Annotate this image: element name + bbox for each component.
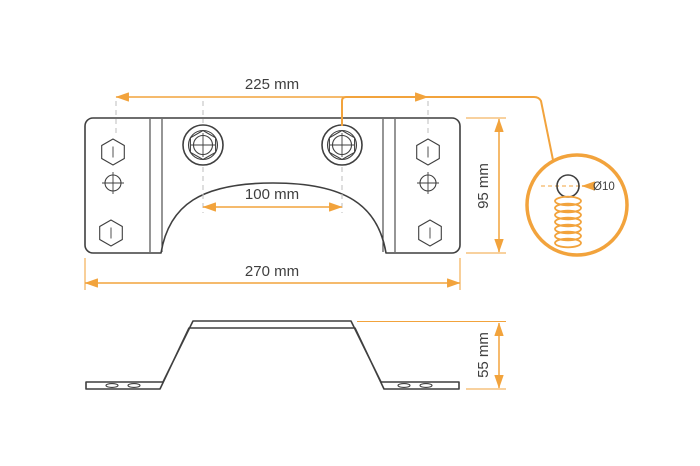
profile-outline xyxy=(85,320,460,390)
left-center-bolt xyxy=(182,124,224,166)
dimension-side-height: 55 mm xyxy=(357,320,506,390)
dimension-label-side-height: 55 mm xyxy=(475,332,492,378)
detail-bolt-thread-coil xyxy=(554,195,582,249)
dimension-hole-span: 100 mm xyxy=(202,186,343,212)
left-flange-hex-nut-top xyxy=(101,138,125,166)
detail-bolt-head xyxy=(556,174,580,198)
right-center-bolt xyxy=(321,124,363,166)
detail-view: Ø10 xyxy=(525,153,629,257)
profile-flange-holes xyxy=(105,383,433,388)
front-view xyxy=(84,117,461,254)
dimension-top-span: 225 mm xyxy=(115,76,429,102)
dimension-label-bolt-diameter: Ø10 xyxy=(593,181,615,193)
bracket-outline xyxy=(84,117,461,254)
right-flange-hole-center xyxy=(417,172,439,194)
dimension-label-top-span: 225 mm xyxy=(245,76,299,93)
left-flange-hole-center xyxy=(102,172,124,194)
dimension-label-total-width: 270 mm xyxy=(245,263,299,280)
right-flange-hex-nut-top xyxy=(416,138,440,166)
left-flange-hex-nut-bottom xyxy=(99,219,123,247)
dimension-label-hole-span: 100 mm xyxy=(245,186,299,203)
dimension-label-front-height: 95 mm xyxy=(475,163,492,209)
bend-lines xyxy=(149,119,396,252)
profile-view xyxy=(85,320,460,390)
detail-ring xyxy=(525,153,629,257)
dimension-total-width: 270 mm xyxy=(84,258,461,290)
right-flange-hex-nut-bottom xyxy=(418,219,442,247)
dimension-front-height: 95 mm xyxy=(466,117,506,254)
